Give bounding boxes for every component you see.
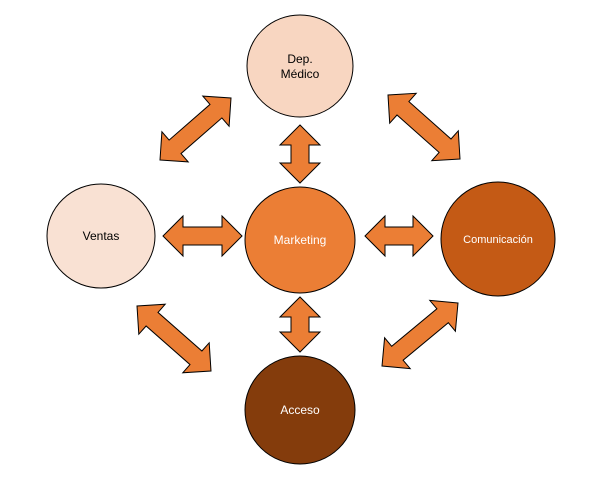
node-dep-medico: Dep. Médico [246,14,354,118]
node-ventas-label: Ventas [83,229,120,243]
arrow-marketing-comunicacion [364,214,434,258]
node-acceso-circle [244,355,356,465]
node-ventas-circle [46,183,156,289]
node-dep-medico-label-line2: Médico [281,67,320,81]
arrow-marketing-ventas [162,214,243,258]
node-acceso-label: Acceso [280,403,320,417]
arrow-ventas-dep-medico [159,95,232,163]
arrow-marketing-acceso [278,296,322,353]
node-ventas: Ventas [46,183,156,289]
node-dep-medico-label-line1: Dep. [287,52,312,66]
node-acceso: Acceso [244,355,356,465]
node-comunicacion-label: Comunicación [463,234,533,246]
arrow-ventas-acceso [136,303,212,374]
node-comunicacion: Comunicación [440,181,556,297]
arrow-comunicacion-acceso [381,299,459,370]
node-marketing-circle [244,186,356,294]
arrow-dep-medico-comunicacion [387,92,461,162]
node-marketing-label: Marketing [274,233,327,247]
arrow-marketing-dep-medico [278,124,322,184]
node-marketing: Marketing [244,186,356,294]
arrows-layer [136,92,461,374]
node-comunicacion-circle [440,181,556,297]
node-dep-medico-circle [246,14,354,118]
